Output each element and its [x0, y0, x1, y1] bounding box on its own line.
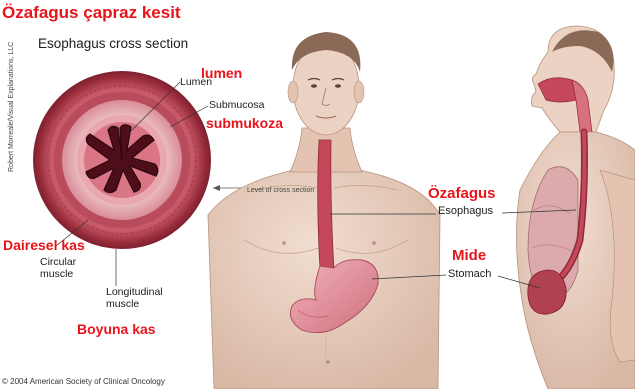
longitudinal-muscle-label-english: Longitudinal muscle [106, 287, 163, 310]
stomach-label-english: Stomach [448, 268, 491, 280]
circular-muscle-label-turkish: Dairesel kas [3, 238, 85, 253]
stomach-label-turkish: Mide [452, 248, 486, 265]
copyright-notice: © 2004 American Society of Clinical Onco… [2, 378, 165, 387]
esophagus-label-turkish: Özafagus [428, 186, 496, 203]
title-english: Esophagus cross section [38, 37, 188, 52]
esophagus-cross-section [33, 71, 211, 286]
illustrator-credit: Robert Morreale/Visual Explanations, LLC [8, 42, 15, 172]
longitudinal-muscle-line-1: Longitudinal [106, 286, 163, 298]
submucosa-label-english: Submucosa [209, 100, 264, 112]
level-of-cross-section-label: Level of cross section [247, 187, 314, 195]
title-turkish: Özafagus çapraz kesit [2, 4, 181, 23]
side-figure [498, 26, 635, 389]
circular-muscle-label-english: Circular muscle [40, 257, 76, 280]
circular-muscle-line-2: muscle [40, 268, 73, 280]
esophagus-label-english: Esophagus [438, 205, 493, 217]
circular-muscle-line-1: Circular [40, 256, 76, 268]
longitudinal-muscle-label-turkish: Boyuna kas [77, 322, 156, 337]
lumen-label-english: Lumen [180, 77, 212, 89]
submucosa-label-turkish: submukoza [206, 116, 283, 131]
front-figure [208, 32, 446, 389]
longitudinal-muscle-line-2: muscle [106, 298, 139, 310]
